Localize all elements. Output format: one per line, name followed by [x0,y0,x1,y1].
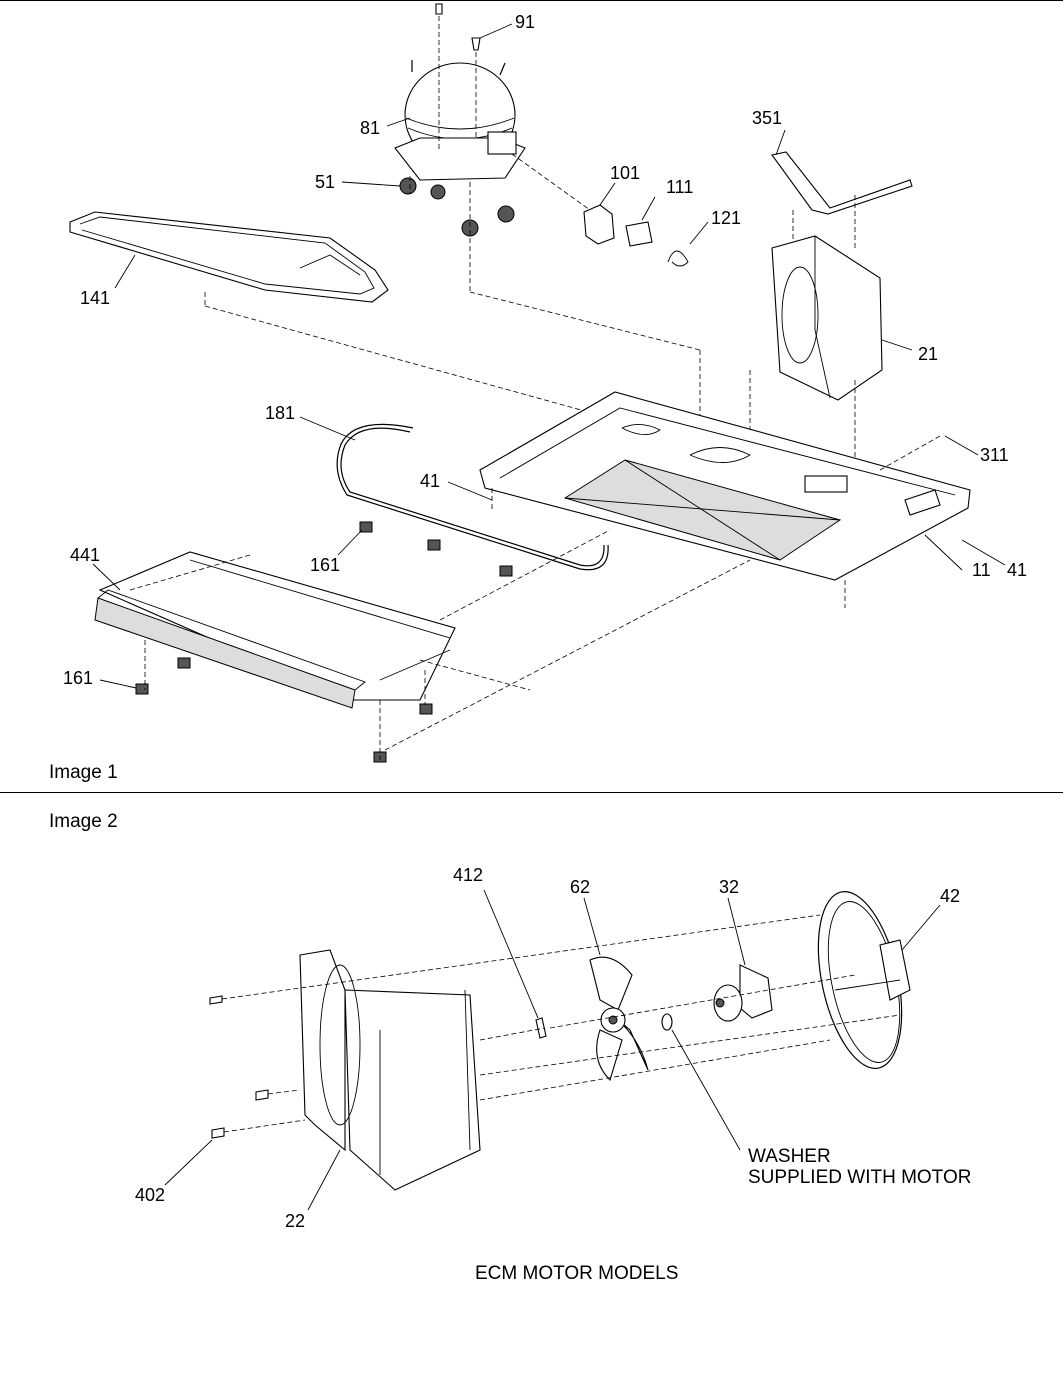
callout-441: 441 [70,545,101,565]
base-plate-part [479,391,971,581]
callout-41-plate: 41 [1007,560,1028,580]
bracket-351-part [771,151,913,215]
callout-91: 91 [515,12,536,32]
shroud-22-part [299,949,481,1191]
callout-311: 311 [980,445,1009,465]
fan-bracket-42-part [817,891,911,1069]
callout-51: 51 [315,172,336,192]
screw-402-part [209,995,269,1139]
image-2-caption: Image 2 [49,811,118,832]
callout-121: 121 [711,208,742,228]
nut-412-part [535,1017,547,1039]
screw-91-part [435,3,481,51]
fan-blade-62-part [589,956,649,1082]
callout-412: 412 [453,865,484,885]
washer-note: WASHER SUPPLIED WITH MOTOR [748,1146,971,1188]
callout-32: 32 [719,877,740,897]
evaporator-441-part [94,551,456,709]
callout-101: 101 [610,163,641,183]
callout-111: 111 [666,177,694,197]
callout-351: 351 [752,108,783,128]
callout-21: 21 [918,344,939,364]
callout-41-tube: 41 [420,471,441,491]
callout-161-tube: 161 [310,555,341,575]
section-divider [0,792,1063,793]
motor-32-part [713,964,773,1022]
tube-181-part [336,423,609,571]
washer-note-line-1: WASHER [748,1146,831,1167]
callout-81: 81 [360,118,381,138]
callout-181: 181 [265,403,296,423]
top-rule [0,0,1063,1]
callout-11: 11 [972,560,991,580]
image-1-caption: Image 1 [49,762,118,783]
drain-pan-part [69,211,389,303]
callout-42: 42 [940,886,961,906]
compressor-part [394,60,526,181]
callout-402: 402 [135,1185,166,1205]
callout-141: 141 [80,288,111,308]
grommet-part [399,177,515,237]
washer-part [661,1013,673,1031]
washer-note-line-2: SUPPLIED WITH MOTOR [748,1167,972,1188]
callout-22: 22 [285,1211,306,1231]
callout-161-evap: 161 [63,668,94,688]
relay-part [583,204,689,267]
ecm-motor-models-label: ECM MOTOR MODELS [475,1263,679,1284]
callout-62: 62 [570,877,591,897]
shroud-21-part [771,235,883,401]
